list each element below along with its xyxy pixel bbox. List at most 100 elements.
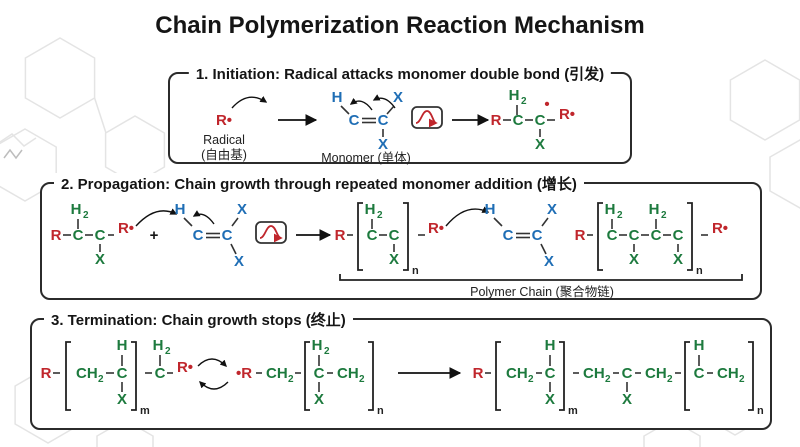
atom-ch: CH	[645, 365, 667, 382]
propagation-box: 2. Propagation: Chain growth through rep…	[40, 173, 762, 300]
atom-c: C	[673, 227, 684, 244]
atom-x: X	[629, 251, 639, 268]
heat-curve	[259, 225, 283, 243]
radical-r: R•	[559, 106, 575, 123]
atom-x: X	[622, 391, 632, 408]
atom-c: C	[367, 227, 378, 244]
atom-x: X	[673, 251, 683, 268]
monomer-structure: H C C X X	[175, 201, 247, 270]
subscript-2: 2	[521, 96, 527, 107]
bracket	[368, 341, 374, 411]
bond	[230, 243, 237, 255]
termination-box: 3. Termination: Chain growth stops (终止) …	[30, 309, 772, 430]
atom-c: C	[155, 365, 166, 382]
subscript-2: 2	[661, 210, 667, 221]
atom-c: C	[193, 227, 204, 244]
subscript-2: 2	[83, 210, 89, 221]
atom-ch: CH	[583, 365, 605, 382]
r-group: R	[51, 227, 62, 244]
radical-reactant: R• Radical (自由基)	[201, 95, 268, 162]
termination-diagram: R CH 2 H C X m H 2 C R• •R CH	[41, 337, 764, 417]
r-group: R	[473, 365, 484, 382]
termination-heading: 3. Termination: Chain growth stops (终止)	[44, 309, 353, 330]
atom-c: C	[73, 227, 84, 244]
bond	[541, 217, 549, 227]
atom-x: X	[389, 251, 399, 268]
atom-h: H	[71, 201, 82, 218]
atom-c: C	[503, 227, 514, 244]
atom-h: H	[605, 201, 616, 218]
termination-product: R CH 2 H C X m CH 2 C X CH 2 H	[473, 337, 764, 417]
bond	[386, 105, 395, 115]
heat-condition-icon	[411, 106, 443, 129]
atom-x: X	[547, 201, 557, 218]
atom-c: C	[651, 227, 662, 244]
electron-arrow-icon	[192, 210, 215, 225]
radical-chain-a: R CH 2 H C X m H 2 C R•	[41, 337, 193, 417]
monomer-structure-2: H C C X X	[485, 201, 557, 270]
atom-c: C	[222, 227, 233, 244]
radical-r: R•	[118, 220, 134, 237]
atom-x: X	[95, 251, 105, 268]
polymer-chain-label: Polymer Chain (聚合物链)	[470, 284, 614, 299]
bracket	[495, 341, 501, 411]
atom-x: X	[393, 89, 403, 106]
atom-c: C	[95, 227, 106, 244]
electron-arrow-icon	[199, 381, 229, 390]
subscript-2: 2	[617, 210, 623, 221]
bracket	[304, 341, 310, 411]
radical-r: R•	[177, 359, 193, 376]
subscript-n: n	[696, 265, 703, 277]
radical-r: R•	[712, 220, 728, 237]
atom-ch: CH	[717, 365, 739, 382]
initiation-diagram: R• Radical (自由基) H C C X X Monomer (单体)	[201, 87, 575, 165]
plus-sign: +	[150, 227, 159, 244]
bracket	[65, 341, 71, 411]
atom-c: C	[545, 365, 556, 382]
subscript-n: n	[412, 265, 419, 277]
atom-h: H	[365, 201, 376, 218]
initiation-heading: 1. Initiation: Radical attacks monomer d…	[188, 63, 612, 84]
bracket	[597, 202, 603, 271]
bracket	[357, 202, 363, 271]
bond	[183, 217, 193, 227]
subscript-2: 2	[739, 374, 745, 385]
atom-x: X	[535, 136, 545, 153]
atom-ch: CH	[266, 365, 288, 382]
monomer-structure: H C C X X Monomer (单体)	[321, 89, 411, 165]
atom-x: X	[544, 253, 554, 270]
polymer-chain-short: R H 2 C C X n R•	[335, 201, 490, 277]
atom-h: H	[694, 337, 705, 354]
propagation-diagram: H 2 R C C X R• + H C C X X	[51, 201, 743, 299]
atom-c: C	[607, 227, 618, 244]
bond	[231, 217, 239, 227]
electron-arrow-icon	[349, 97, 373, 111]
atom-c: C	[117, 365, 128, 382]
subscript-n: n	[757, 405, 764, 417]
atom-h: H	[175, 201, 186, 218]
radical-r: R•	[428, 220, 444, 237]
electron-arrow-icon	[135, 208, 178, 227]
radical-dot: •	[544, 96, 549, 113]
atom-h: H	[649, 201, 660, 218]
initiation-product: R H 2 C C • X R•	[491, 87, 575, 153]
atom-c: C	[389, 227, 400, 244]
monomer-label: Monomer (单体)	[321, 151, 411, 165]
propagation-heading: 2. Propagation: Chain growth through rep…	[54, 173, 584, 194]
atom-c: C	[378, 112, 389, 129]
r-group: R	[491, 112, 502, 129]
heat-condition-icon	[255, 221, 287, 244]
atom-h: H	[312, 337, 323, 354]
r-group: R	[335, 227, 346, 244]
atom-h: H	[153, 337, 164, 354]
atom-h: H	[509, 87, 520, 104]
atom-x: X	[117, 391, 127, 408]
atom-c: C	[513, 112, 524, 129]
subscript-2: 2	[288, 374, 294, 385]
initiation-box: 1. Initiation: Radical attacks monomer d…	[168, 63, 632, 165]
subscript-2: 2	[359, 374, 365, 385]
bracket	[131, 341, 137, 411]
atom-h: H	[545, 337, 556, 354]
atom-x: X	[545, 391, 555, 408]
atom-h: H	[485, 201, 496, 218]
